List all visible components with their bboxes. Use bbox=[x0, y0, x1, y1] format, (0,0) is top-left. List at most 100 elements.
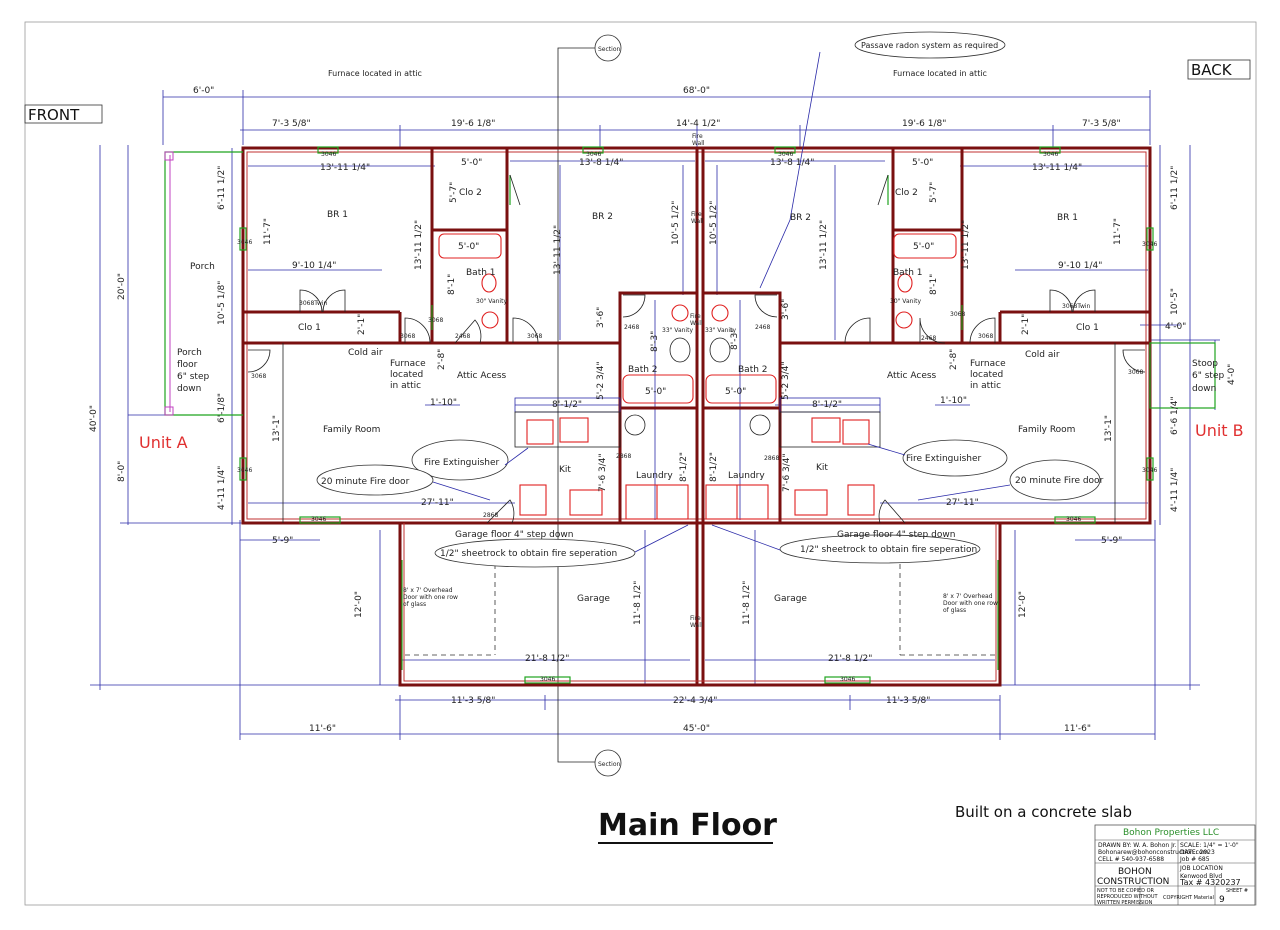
porch-floor-2: floor bbox=[177, 360, 198, 370]
tb-company: Bohon Properties LLC bbox=[1123, 828, 1219, 838]
dim-13-11-14-r: 13'-11 1/4" bbox=[1032, 163, 1082, 173]
tb-location-2: Tax # 4320237 bbox=[1179, 878, 1241, 887]
door-3068twin-left: 3068Twin bbox=[299, 300, 328, 307]
room-garage-left: Garage bbox=[577, 594, 610, 604]
furnace-right-1: Furnace bbox=[970, 359, 1006, 369]
dim-4-0: 4'-0" bbox=[1165, 322, 1186, 332]
dim-27-11-r: 27'-11" bbox=[946, 498, 979, 508]
section-cut-line bbox=[557, 34, 622, 777]
window-3046-d: 3046 bbox=[1043, 151, 1058, 158]
door-3068-c: 3068 bbox=[428, 317, 443, 324]
furnace-attic-left: Furnace located in attic bbox=[328, 69, 422, 78]
dim-8-1-r: 8'-1" bbox=[929, 274, 939, 295]
dim-7-3-58-l: 7'-3 5/8" bbox=[272, 119, 311, 129]
dimension-lines bbox=[90, 90, 1220, 740]
window-3046-c: 3046 bbox=[778, 151, 793, 158]
unit-b-label: Unit B bbox=[1195, 421, 1244, 440]
dim-3-6-l: 3'-6" bbox=[596, 307, 606, 328]
dim-5-9-r: 5'-9" bbox=[1101, 536, 1122, 546]
door-2868-b: 2868 bbox=[616, 453, 631, 460]
cold-air-left: Cold air bbox=[348, 348, 383, 358]
title-block bbox=[1094, 824, 1256, 906]
door-3068-d: 3068 bbox=[950, 311, 965, 318]
fire-wall-2b: Wall bbox=[690, 320, 703, 327]
tb-job-location: JOB LOCATION bbox=[1179, 865, 1223, 872]
windows bbox=[239, 146, 1154, 684]
fire-wall-4a: Fire bbox=[692, 133, 703, 140]
dim-6-0: 6'-0" bbox=[193, 86, 214, 96]
cold-air-right: Cold air bbox=[1025, 350, 1060, 360]
porch-floor-1: Porch bbox=[177, 348, 202, 358]
sheet-border bbox=[24, 21, 1257, 906]
room-clo2-right: Clo 2 bbox=[895, 188, 918, 198]
dim-8-12-r: 8'-1/2" bbox=[812, 400, 842, 410]
vanity30-left: 30" Vanity bbox=[476, 298, 507, 305]
furnace-right-2: located bbox=[970, 370, 1003, 380]
section-label-bottom: Section bbox=[598, 761, 620, 768]
dim-21-8-12-r: 21'-8 1/2" bbox=[828, 654, 872, 664]
door-3068-e: 3068 bbox=[978, 333, 993, 340]
furnace-left-2: located bbox=[390, 370, 423, 380]
window-3046-g: 3046 bbox=[237, 467, 252, 474]
room-bath1-left: Bath 1 bbox=[466, 268, 496, 278]
window-3046-f: 3046 bbox=[1142, 241, 1157, 248]
tb-brand-2: CONSTRUCTION bbox=[1097, 877, 1169, 887]
dim-13-1-r: 13'-1" bbox=[1104, 415, 1114, 442]
room-br1-left: BR 1 bbox=[327, 210, 348, 220]
dim-13-11-14-l: 13'-11 1/4" bbox=[320, 163, 370, 173]
room-br1-right: BR 1 bbox=[1057, 213, 1078, 223]
window-3046-a: 3046 bbox=[321, 151, 336, 158]
dim-2-8-r: 2'-8" bbox=[949, 349, 959, 370]
door-2468-b: 2468 bbox=[624, 324, 639, 331]
door-3068twin-right: 3068Twin bbox=[1062, 303, 1091, 310]
dim-7-6-34-l: 7'-6 3/4" bbox=[598, 453, 608, 492]
dim-13-11-12-d: 13'-11 1/2" bbox=[961, 220, 971, 270]
tub1-right: 5'-0" bbox=[913, 242, 934, 252]
tb-location-1: Kenwood Blvd bbox=[1180, 873, 1222, 880]
room-family-right: Family Room bbox=[1018, 425, 1075, 435]
stoop-2: 6" step bbox=[1192, 371, 1224, 381]
dim-1-10-r: 1'-10" bbox=[940, 396, 967, 406]
furnace-left-1: Furnace bbox=[390, 359, 426, 369]
doors bbox=[247, 174, 1146, 524]
fire-wall-1a: Fire bbox=[691, 211, 702, 218]
kitchen-fixtures bbox=[514, 397, 881, 520]
room-family-left: Family Room bbox=[323, 425, 380, 435]
back-label-box bbox=[1187, 59, 1251, 80]
fire-extinguisher-right: Fire Extinguisher bbox=[906, 454, 982, 464]
front-label: FRONT bbox=[28, 106, 80, 124]
unit-a-label: Unit A bbox=[139, 433, 188, 452]
fire-door-right: 20 minute Fire door bbox=[1015, 476, 1104, 486]
room-laundry-left: Laundry bbox=[636, 471, 673, 481]
room-clo1-right: Clo 1 bbox=[1076, 323, 1099, 333]
tb-job: Job # 685 bbox=[1179, 856, 1210, 863]
back-label: BACK bbox=[1191, 61, 1233, 79]
dim-6-11-12-r: 6'-11 1/2" bbox=[1170, 166, 1180, 210]
window-3046-j: 3046 bbox=[1066, 516, 1081, 523]
fire-wall-1b: Wall bbox=[691, 218, 704, 225]
sheetrock-right: 1/2" sheetrock to obtain fire seperation bbox=[800, 545, 977, 555]
dim-5-2-34-l: 5'-2 3/4" bbox=[596, 361, 606, 400]
room-kit-right: Kit bbox=[816, 463, 828, 473]
dim-5-0-l: 5'-0" bbox=[461, 158, 482, 168]
tb-drawn-by: DRAWN BY: W. A. Bohon Jr. bbox=[1098, 842, 1177, 849]
overhead-left-1: 8' x 7' Overhead bbox=[403, 587, 453, 594]
dim-2-8-l: 2'-8" bbox=[437, 349, 447, 370]
dim-21-8-12-l: 21'-8 1/2" bbox=[525, 654, 569, 664]
dim-8-3-l: 8'-3" bbox=[650, 331, 660, 352]
dim-10-5-12-r: 10'-5 1/2" bbox=[709, 201, 719, 245]
dim-6-11-12-l: 6'-11 1/2" bbox=[217, 166, 227, 210]
fire-wall-2a: Fire bbox=[690, 313, 701, 320]
front-label-box bbox=[24, 104, 103, 124]
room-bath1-right: Bath 1 bbox=[893, 268, 923, 278]
tb-notice-1: NOT TO BE COPIED OR bbox=[1097, 888, 1155, 894]
vanity33-right: 33" Vanity bbox=[705, 327, 736, 334]
dim-5-2-34-r: 5'-2 3/4" bbox=[781, 361, 791, 400]
overhead-left-3: of glass bbox=[403, 601, 426, 608]
dim-13-1-l: 13'-1" bbox=[272, 415, 282, 442]
porch-floor-4: down bbox=[177, 384, 201, 394]
tub2-left: 5'-0" bbox=[645, 387, 666, 397]
room-clo1-left: Clo 1 bbox=[298, 323, 321, 333]
room-br2-left: BR 2 bbox=[592, 212, 613, 222]
furnace-attic-right: Furnace located in attic bbox=[893, 69, 987, 78]
